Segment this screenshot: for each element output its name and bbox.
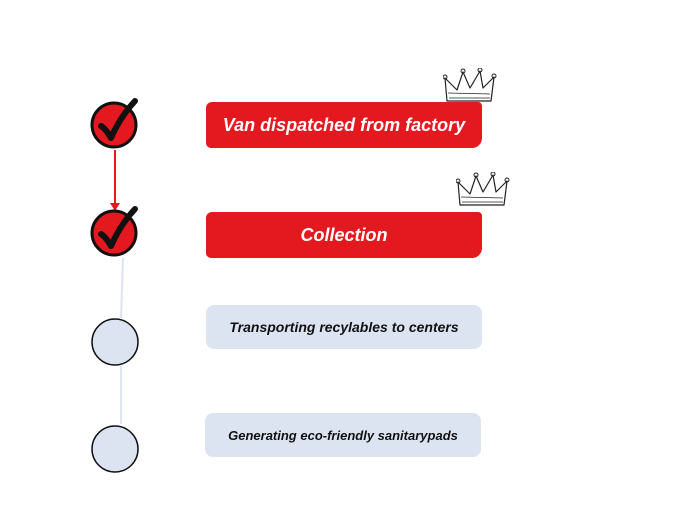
- step-3-pending-circle: [90, 318, 140, 368]
- step-1-label: Van dispatched from factory: [206, 102, 482, 148]
- step-3-label: Transporting recylables to centers: [206, 305, 482, 349]
- connector-arrowhead-1: [110, 203, 120, 211]
- step-2-label: Collection: [206, 212, 482, 258]
- step-2-check-icon: [90, 206, 140, 258]
- step-4-label: Generating eco-friendly sanitarypads: [205, 413, 481, 457]
- step-1-crown-icon: [443, 68, 497, 106]
- connector-line-2: [120, 257, 124, 319]
- step-2-crown-icon: [456, 172, 510, 210]
- step-1-check-icon: [90, 98, 140, 150]
- step-4-pending-circle: [90, 424, 140, 474]
